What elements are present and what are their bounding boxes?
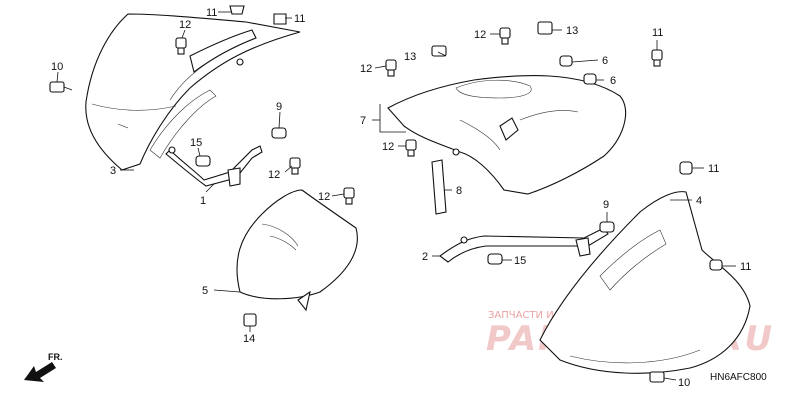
callout-11: 11 xyxy=(294,13,305,25)
bolt-10-right xyxy=(649,371,665,383)
callout-4: 4 xyxy=(696,195,702,207)
stay-bracket-part-1 xyxy=(165,145,263,187)
callout-12: 12 xyxy=(474,29,486,41)
screw-12-tank-left xyxy=(385,59,397,77)
grommet-9-left xyxy=(271,127,287,139)
front-lower-cover-part-5 xyxy=(236,189,358,312)
callout-13: 13 xyxy=(404,51,416,63)
callout-12: 12 xyxy=(318,191,330,203)
nut-14 xyxy=(243,313,257,327)
callout-12: 11 xyxy=(652,27,663,39)
fastener-bolt-10-left xyxy=(49,81,73,93)
callout-12: 12 xyxy=(360,63,372,75)
cushion-6-lower xyxy=(583,73,597,85)
screw-12-tank-top xyxy=(499,27,511,45)
callout-3: 3 xyxy=(110,165,116,177)
clip-11-right-top xyxy=(679,161,693,175)
clip-13-left xyxy=(431,45,447,57)
callout-12: 12 xyxy=(179,19,191,31)
grommet-15-right xyxy=(487,253,503,265)
callout-11: 11 xyxy=(740,261,751,273)
clip-11-top-left xyxy=(229,5,245,15)
callout-10: 10 xyxy=(51,61,63,73)
callout-12: 12 xyxy=(382,141,394,153)
screw-12-tank-right xyxy=(651,49,663,67)
screw-12-tank-lower xyxy=(405,139,417,157)
callout-10: 10 xyxy=(678,377,690,389)
direction-label: FR. xyxy=(48,352,63,362)
callout-11: 11 xyxy=(206,7,217,19)
callout-14: 14 xyxy=(243,333,255,345)
band-part-8 xyxy=(431,159,447,215)
front-side-cover-part-4 xyxy=(539,191,751,374)
callout-13: 13 xyxy=(566,25,578,37)
screw-12-mid-left xyxy=(289,157,301,175)
grommet-15-left xyxy=(195,155,211,167)
callout-7: 7 xyxy=(360,115,366,127)
callout-1: 1 xyxy=(200,195,206,207)
arrow-icon xyxy=(24,362,56,382)
clip-11-right-lower xyxy=(709,259,723,271)
callout-labels: 11 11 12 10 3 1 15 9 12 12 5 14 12 7 12 … xyxy=(51,7,751,389)
clip-11-top-right xyxy=(273,13,287,25)
callout-8: 8 xyxy=(456,185,462,197)
cushion-6-upper xyxy=(559,55,573,67)
callout-15: 15 xyxy=(514,255,526,267)
stay-bracket-part-2 xyxy=(439,227,609,263)
callout-9: 9 xyxy=(276,101,282,113)
callout-12: 12 xyxy=(268,169,280,181)
tank-cover-part-7 xyxy=(387,75,627,195)
front-direction-indicator: FR. xyxy=(24,352,63,382)
callout-6: 6 xyxy=(602,55,608,67)
leader-lines xyxy=(56,11,736,381)
callout-15: 15 xyxy=(190,137,202,149)
screw-12-center xyxy=(343,187,355,205)
fastener-screw-12-left xyxy=(175,37,187,55)
callout-9: 9 xyxy=(603,199,609,211)
callout-11: 11 xyxy=(708,163,719,175)
callout-6: 6 xyxy=(610,75,616,87)
grommet-9-right xyxy=(599,221,615,233)
callout-5: 5 xyxy=(202,285,208,297)
clip-13-right xyxy=(537,21,553,35)
front-top-cover-part xyxy=(85,13,301,171)
diagram-code: HN6AFC800 xyxy=(710,372,767,383)
callout-2: 2 xyxy=(422,251,428,263)
